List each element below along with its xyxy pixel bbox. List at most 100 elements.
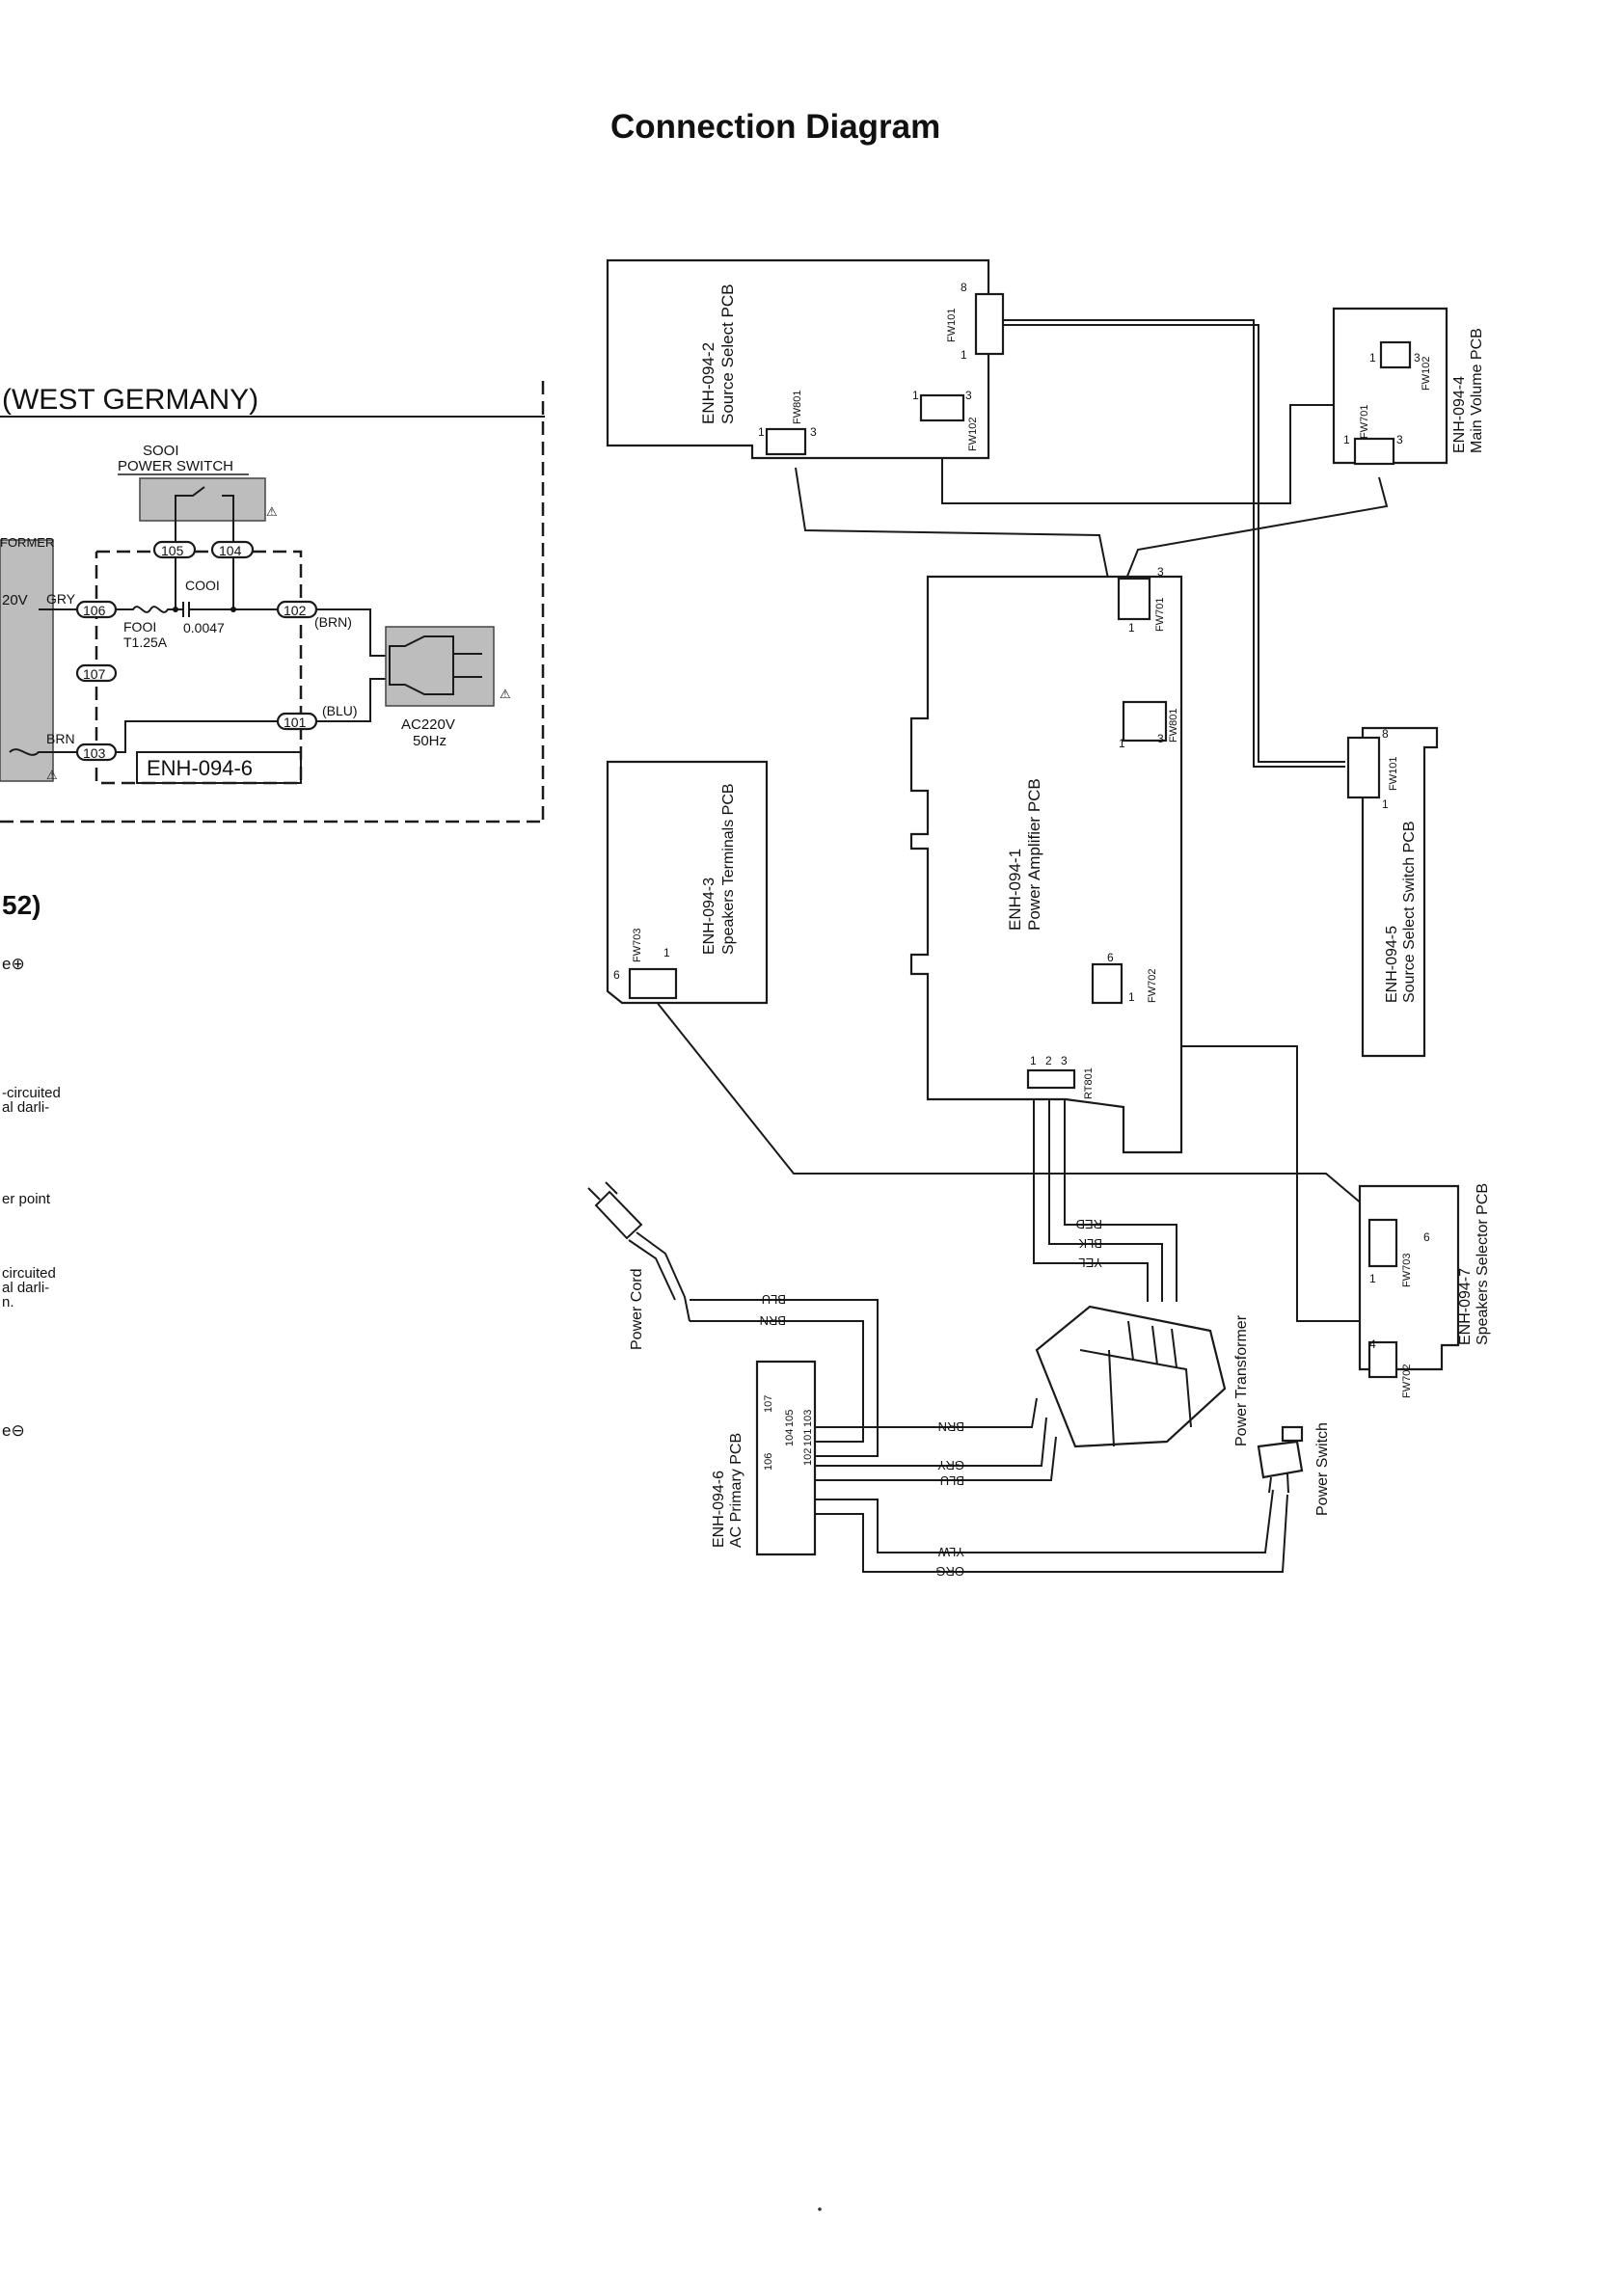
fw102-label: FW102 xyxy=(967,418,979,451)
node-103: 103 xyxy=(83,745,106,761)
wire-label-blk: BLK xyxy=(1078,1236,1102,1251)
fw801-label: FW801 xyxy=(1168,709,1179,743)
pcb-source-select: ENH-094-2 Source Select PCB FW101 8 1 FW… xyxy=(606,258,1005,460)
short-note-2c: n. xyxy=(2,1294,14,1310)
fw701-label: FW701 xyxy=(1154,598,1166,632)
board-name: Speakers Terminals PCB xyxy=(720,783,737,955)
pcb-speakers-selector: ENH-094-7 Speakers Selector PCB FW703 1 … xyxy=(1358,1183,1491,1398)
pin-3: 3 xyxy=(1061,1054,1068,1067)
power-switch-label: Power Switch xyxy=(1314,1422,1331,1516)
pin-3: 3 xyxy=(965,389,972,402)
pcb-main-volume: ENH-094-4 Main Volume PCB FW102 1 3 FW70… xyxy=(1332,307,1485,466)
wire-label-blu-2: BLU xyxy=(940,1473,964,1488)
fw801-label: FW801 xyxy=(792,391,803,424)
fw703-label: FW703 xyxy=(1401,1254,1413,1287)
ac-node-103: 103 xyxy=(802,1410,814,1427)
wire-label-yel: YEL xyxy=(1078,1256,1102,1270)
short-note-1a: -circuited xyxy=(2,1085,61,1101)
pin-1: 1 xyxy=(1343,433,1350,446)
connector-fw101 xyxy=(1346,736,1381,799)
fw703-label: FW703 xyxy=(632,929,643,962)
node-107: 107 xyxy=(83,666,106,682)
pin-8: 8 xyxy=(1382,727,1389,741)
pcb-speakers-terminals: ENH-094-3 Speakers Terminals PCB FW703 6… xyxy=(606,760,769,1005)
pin-1: 1 xyxy=(1128,621,1135,635)
power-switch: Power Switch xyxy=(1257,1422,1331,1516)
power-switch-symbol xyxy=(139,477,266,522)
connector-fw801 xyxy=(1122,700,1168,743)
board-name: AC Primary PCB xyxy=(728,1433,744,1548)
warning-icon: ⚠ xyxy=(46,768,58,782)
fw101-label: FW101 xyxy=(1388,757,1399,791)
connector-fw102 xyxy=(1379,340,1412,369)
connector-fw703 xyxy=(628,967,678,1000)
board-name: Source Select Switch PCB xyxy=(1401,821,1418,1003)
connector-fw101 xyxy=(974,292,1005,356)
pin-1: 1 xyxy=(1119,737,1125,750)
pin-1: 1 xyxy=(663,946,670,959)
power-cord: Power Cord xyxy=(587,1181,690,1350)
board-name: Main Volume PCB xyxy=(1469,328,1485,453)
pin-4: 4 xyxy=(1369,1337,1376,1351)
short-note-2b: al darli- xyxy=(2,1280,49,1296)
warning-icon: ⚠ xyxy=(266,504,278,519)
page-title: Connection Diagram xyxy=(610,108,941,146)
ac-voltage: AC220V xyxy=(401,716,455,733)
pin-1: 1 xyxy=(1382,797,1389,811)
switch-label: POWER SWITCH xyxy=(118,458,233,474)
pcb-power-amplifier: ENH-094-1 Power Amplifier PCB FW701 1 3 … xyxy=(909,565,1183,1154)
board-code: ENH-094-4 xyxy=(1451,376,1468,453)
node-102: 102 xyxy=(284,603,307,618)
cap-ref: COOI xyxy=(185,578,220,593)
minus-fragment: e⊖ xyxy=(2,1421,25,1440)
ac-node-104: 104 xyxy=(784,1429,796,1446)
power-transformer-label: Power Transformer xyxy=(1233,1314,1250,1446)
ac-node-101: 101 xyxy=(802,1429,814,1446)
section-fragment: 52) xyxy=(2,890,41,920)
rt801-label: RT801 xyxy=(1083,1067,1095,1099)
wiring: RED BLK YEL BLU BRN BRN GRY BLU YLW ORG xyxy=(655,319,1389,1579)
connector-rt801 xyxy=(1026,1068,1076,1090)
node-105: 105 xyxy=(161,543,184,558)
ac-node-106: 106 xyxy=(763,1453,774,1471)
power-cord-label: Power Cord xyxy=(629,1269,645,1350)
board-code: ENH-094-1 xyxy=(1006,849,1024,931)
connector-fw102 xyxy=(919,393,965,422)
transformer-label: FORMER xyxy=(0,535,54,550)
fuse-value: T1.25A xyxy=(123,635,168,650)
warning-icon: ⚠ xyxy=(500,687,511,701)
pin-2: 2 xyxy=(1045,1054,1052,1067)
pin-1: 1 xyxy=(1128,990,1135,1004)
pin-3: 3 xyxy=(1157,565,1164,579)
wire-label-blu: BLU xyxy=(762,1292,786,1307)
connector-fw801 xyxy=(765,427,807,456)
wire-label-red: RED xyxy=(1076,1217,1102,1231)
pin-6: 6 xyxy=(613,968,620,982)
cap-value: 0.0047 xyxy=(183,620,225,635)
connector-fw702 xyxy=(1367,1340,1398,1379)
board-name: Source Select PCB xyxy=(718,284,737,424)
gry-label: GRY xyxy=(46,591,76,607)
wire-label-org: ORG xyxy=(935,1564,964,1579)
wire-label-brn: BRN xyxy=(760,1313,786,1328)
fw101-label: FW101 xyxy=(946,309,958,342)
board-code: ENH-094-7 xyxy=(1457,1268,1474,1345)
connector-fw701 xyxy=(1117,577,1151,621)
pcb-source-select-switch: ENH-094-5 Source Select Switch PCB FW101… xyxy=(1346,726,1439,1058)
switch-ref: SOOI xyxy=(143,443,179,459)
wire-label-gry: GRY xyxy=(937,1458,964,1472)
schematic-board-label: ENH-094-6 xyxy=(147,756,253,780)
pcb-ac-primary: ENH-094-6 AC Primary PCB 107 105 104 103… xyxy=(711,1360,817,1556)
plus-fragment: e⊕ xyxy=(2,955,25,973)
connector-fw702 xyxy=(1091,962,1123,1005)
ter-point-note: er point xyxy=(2,1191,51,1207)
connector-fw701 xyxy=(1353,437,1395,466)
fw701-label: FW701 xyxy=(1359,405,1370,439)
connector-fw703 xyxy=(1367,1218,1398,1268)
fw702-label: FW702 xyxy=(1147,969,1158,1003)
pin-1: 1 xyxy=(961,348,967,362)
pin-3: 3 xyxy=(1414,351,1421,365)
pin-1: 1 xyxy=(1369,351,1376,365)
pin-8: 8 xyxy=(961,281,967,294)
ac-node-102: 102 xyxy=(802,1448,814,1466)
